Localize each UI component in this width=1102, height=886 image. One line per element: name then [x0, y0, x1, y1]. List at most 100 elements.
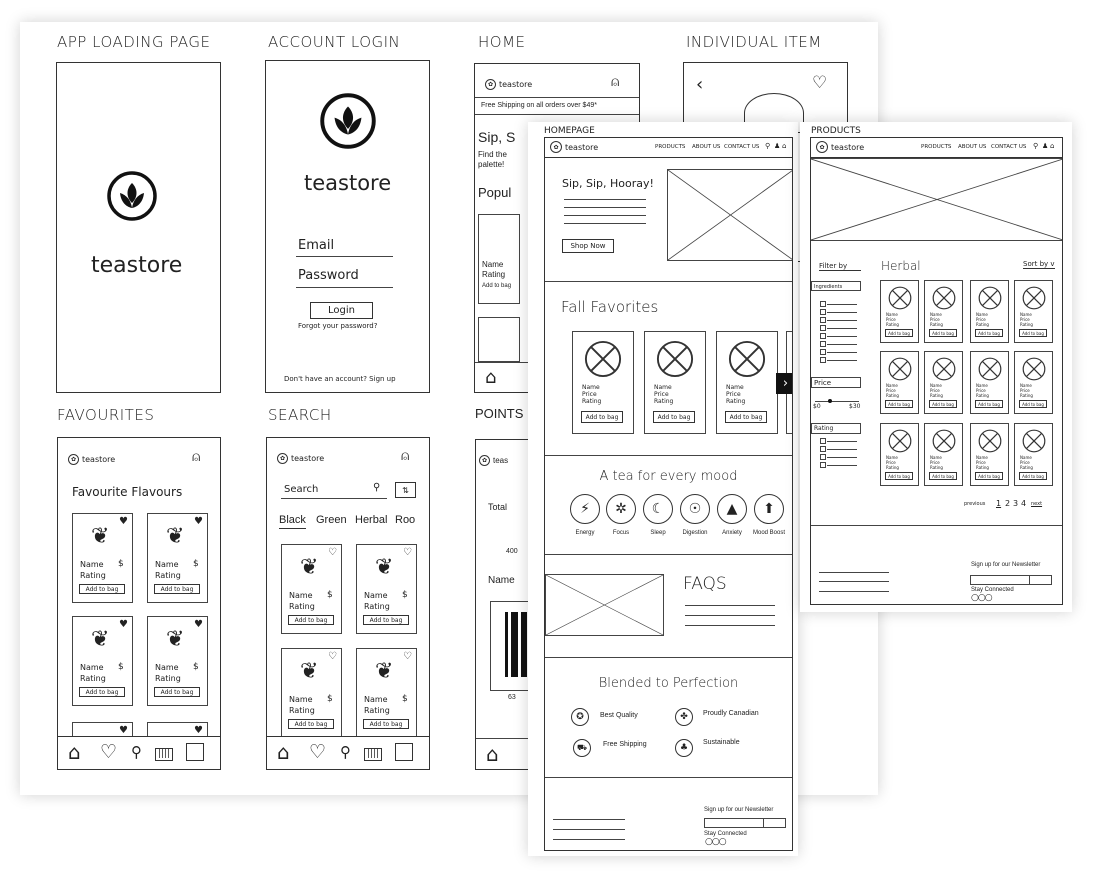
filter-checkbox[interactable] — [820, 309, 826, 315]
newsletter-submit-button[interactable] — [1029, 575, 1052, 585]
newsletter-email-input[interactable] — [970, 575, 1030, 585]
tab-green[interactable]: Green — [316, 514, 347, 526]
mood-label[interactable]: Digestion — [682, 530, 708, 536]
add-to-bag-button[interactable]: Add to bag — [929, 472, 957, 480]
digestion-icon[interactable]: ☉ — [680, 494, 710, 524]
add-to-bag-button[interactable]: Add to bag — [288, 615, 334, 625]
add-to-bag-button[interactable]: Add to bag — [288, 719, 334, 729]
home-icon[interactable]: ⌂ — [485, 367, 497, 388]
add-to-bag-button[interactable]: Add to bag — [363, 719, 409, 729]
filter-checkbox[interactable] — [820, 446, 826, 452]
heart-icon[interactable]: ♡ — [100, 741, 118, 763]
barcode-icon[interactable]: |||| — [364, 748, 383, 761]
filter-icon[interactable]: ⇅ — [395, 482, 416, 498]
shop-now-button[interactable]: Shop Now — [562, 239, 614, 253]
heart-icon[interactable]: ♡ — [812, 73, 828, 93]
filter-checkbox[interactable] — [820, 357, 826, 363]
forgot-password-link[interactable]: Forgot your password? — [298, 322, 378, 330]
filter-checkbox[interactable] — [820, 349, 826, 355]
filled-heart-icon[interactable]: ♥ — [194, 516, 203, 527]
page-3[interactable]: 3 — [1013, 499, 1019, 508]
mood-label[interactable]: Anxiety — [722, 530, 742, 536]
add-to-bag-button[interactable]: Add to bag — [975, 329, 1003, 337]
social-icons[interactable]: ○○○ — [971, 593, 993, 603]
bag-icon[interactable]: ⌂ — [782, 142, 787, 150]
tab-rooibos[interactable]: Roo — [395, 514, 416, 526]
login-button[interactable]: Login — [310, 302, 373, 319]
sort-by-dropdown[interactable]: Sort by v — [1023, 260, 1055, 269]
home-icon[interactable]: ⌂ — [486, 742, 499, 766]
mood-label[interactable]: Mood Boost — [752, 530, 786, 536]
search-input[interactable]: Search — [284, 484, 319, 495]
nav-contact-us[interactable]: CONTACT US — [991, 144, 1027, 150]
password-field[interactable]: Password — [298, 268, 359, 283]
heart-icon[interactable]: ♡ — [309, 741, 327, 763]
tab-herbal[interactable]: Herbal — [355, 514, 388, 526]
barcode-icon[interactable]: |||| — [155, 748, 174, 761]
add-to-bag-button[interactable]: Add to bag — [79, 687, 125, 697]
bag-icon[interactable] — [186, 743, 204, 761]
filter-checkbox[interactable] — [820, 317, 826, 323]
nav-about-us[interactable]: ABOUT US — [692, 144, 721, 150]
mood-label[interactable]: Energy — [575, 530, 595, 536]
search-icon[interactable]: ⚲ — [373, 482, 381, 493]
account-icon[interactable]: ⍝ — [192, 449, 201, 465]
add-to-bag-button[interactable]: Add to bag — [929, 400, 957, 408]
filled-heart-icon[interactable]: ♥ — [119, 619, 128, 630]
filled-heart-icon[interactable]: ♥ — [119, 725, 128, 736]
heart-icon[interactable]: ♡ — [403, 547, 412, 558]
add-to-bag-button[interactable]: Add to bag — [885, 472, 913, 480]
tab-black[interactable]: Black — [279, 515, 306, 529]
heart-icon[interactable]: ♡ — [403, 651, 412, 662]
add-to-bag-button[interactable]: Add to bag — [1019, 400, 1047, 408]
add-to-bag-button[interactable]: Add to bag — [1019, 329, 1047, 337]
mood-boost-icon[interactable]: ⬆ — [754, 494, 784, 524]
social-icons[interactable]: ○○○ — [705, 837, 727, 847]
back-chevron-icon[interactable]: ‹ — [696, 74, 704, 95]
add-to-bag-button[interactable]: Add to bag — [725, 411, 767, 423]
search-icon[interactable]: ⚲ — [765, 142, 771, 150]
carousel-next-button[interactable]: › — [776, 373, 792, 394]
add-to-bag-button[interactable]: Add to bag — [929, 329, 957, 337]
filter-checkbox[interactable] — [820, 333, 826, 339]
focus-gears-icon[interactable]: ✲ — [606, 494, 636, 524]
pagination-next[interactable]: next — [1031, 501, 1043, 507]
header-logo[interactable]: ✿teastore — [816, 141, 864, 153]
add-to-bag-button[interactable]: Add to bag — [975, 472, 1003, 480]
pagination-previous[interactable]: previous — [964, 501, 986, 507]
mood-label[interactable]: Focus — [612, 530, 630, 536]
account-icon[interactable]: ♟ — [1042, 142, 1049, 150]
filter-checkbox[interactable] — [820, 325, 826, 331]
home-icon[interactable]: ⌂ — [68, 740, 81, 764]
nav-about-us[interactable]: ABOUT US — [958, 144, 987, 150]
heart-icon[interactable]: ♡ — [328, 547, 337, 558]
add-to-bag-button[interactable]: Add to bag — [363, 615, 409, 625]
header-logo[interactable]: ✿teastore — [550, 141, 598, 153]
anxiety-icon[interactable]: ▲ — [717, 494, 747, 524]
bag-icon[interactable]: ⌂ — [1050, 142, 1055, 150]
filter-checkbox[interactable] — [820, 462, 826, 468]
filled-heart-icon[interactable]: ♥ — [194, 619, 203, 630]
search-icon[interactable]: ⚲ — [340, 743, 351, 761]
search-icon[interactable]: ⚲ — [1033, 142, 1039, 150]
add-to-bag-button[interactable]: Add to bag — [154, 687, 200, 697]
price-filter-header[interactable]: Price — [811, 377, 861, 388]
filter-checkbox[interactable] — [820, 341, 826, 347]
filled-heart-icon[interactable]: ♥ — [194, 725, 203, 736]
